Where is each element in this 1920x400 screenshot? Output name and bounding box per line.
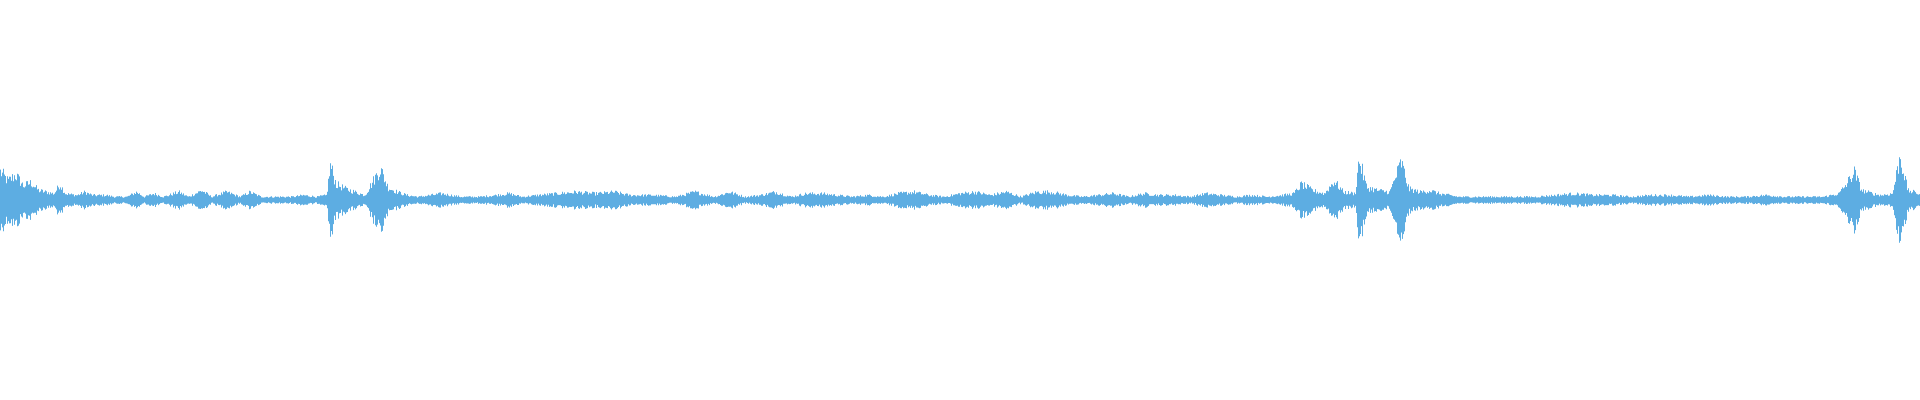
audio-waveform	[0, 157, 1920, 243]
waveform-graphic	[0, 157, 1920, 243]
